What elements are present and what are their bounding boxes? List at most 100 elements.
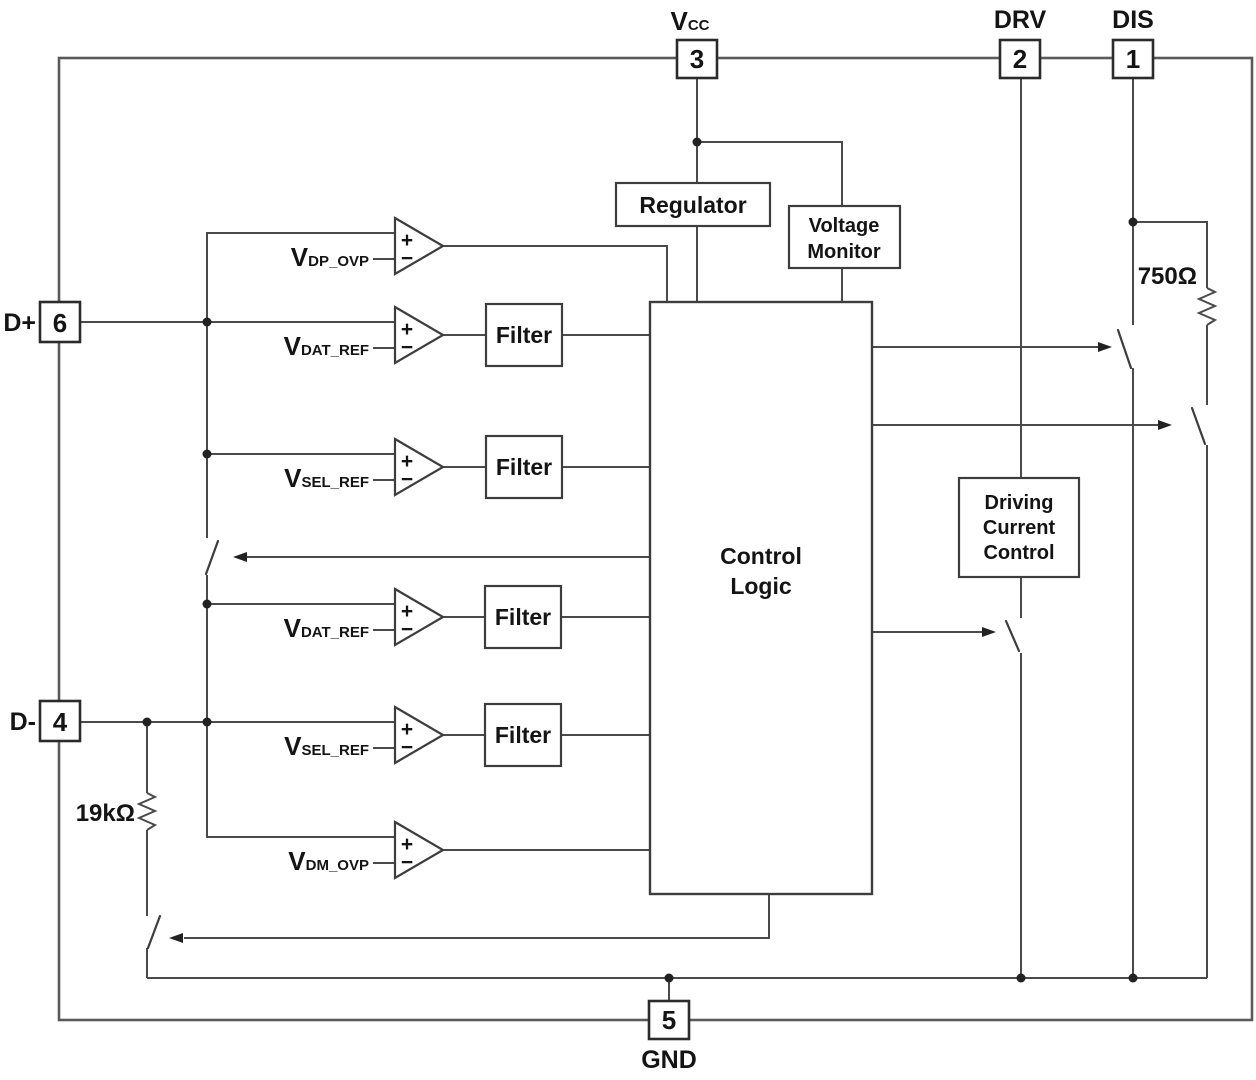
- comparator-6-minus: −: [401, 851, 413, 874]
- resistor-750-label: 750Ω: [1138, 263, 1197, 290]
- ref1-main: V: [291, 242, 309, 272]
- comparator-4-plus: +: [401, 600, 413, 623]
- ref-label-vdm-ovp: VDM_OVP: [288, 846, 369, 876]
- pin-number-dplus: 6: [53, 308, 67, 338]
- ref4-main: V: [284, 613, 302, 643]
- regulator-box: [614, 181, 772, 228]
- filter3-label: Filter: [495, 604, 551, 630]
- switch-19k: [146, 914, 162, 950]
- junction-dot-drv-gnd: [1016, 973, 1026, 983]
- comparator-5-vsel-ref: + − VSEL_REF: [284, 705, 446, 765]
- switch-drv: [1004, 619, 1021, 653]
- junction-dot-comp3: [202, 449, 212, 459]
- switch-dp-dm-short: [204, 539, 220, 576]
- ref-label-vdat-ref-1: VDAT_REF: [284, 331, 369, 361]
- junction-dot-dminus: [202, 717, 212, 727]
- comparator-2-minus: −: [401, 336, 413, 359]
- pin-vcc: 3 VCC: [670, 6, 719, 80]
- filter-block-2: Filter: [484, 434, 564, 500]
- filter2-box: [484, 434, 564, 500]
- pin-dplus: 6 D+: [3, 300, 82, 344]
- arrowhead-short-switch: [233, 552, 247, 562]
- filter-block-3: Filter: [483, 584, 563, 650]
- comparator-1-minus: −: [401, 247, 413, 270]
- pin-box-dminus: [38, 699, 82, 743]
- control-logic-label-line1: Control: [720, 543, 802, 569]
- pin-number-drv: 2: [1013, 44, 1027, 74]
- pin-label-dis: DIS: [1112, 6, 1154, 34]
- comparator-2-plus: +: [401, 318, 413, 341]
- ref-label-vsel-ref-1: VSEL_REF: [284, 463, 369, 493]
- driving-current-control-box: [957, 476, 1081, 579]
- pin-number-gnd: 5: [662, 1005, 676, 1035]
- pin-label-gnd: GND: [641, 1046, 697, 1074]
- filter4-label: Filter: [495, 722, 551, 748]
- resistor-750-zigzag: [1196, 287, 1218, 326]
- comparator-6-triangle: [393, 820, 446, 880]
- regulator-label: Regulator: [639, 192, 746, 218]
- filter-block-1: Filter: [484, 302, 564, 368]
- ref5-main: V: [284, 731, 302, 761]
- ref6-main: V: [288, 846, 306, 876]
- comparator-1-plus: +: [401, 229, 413, 252]
- filter-block-4: Filter: [483, 702, 563, 768]
- comparator-5-minus: −: [401, 736, 413, 759]
- pin-label-dplus: D+: [3, 309, 36, 337]
- pin-drv: 2 DRV: [994, 6, 1047, 80]
- comparator-3-minus: −: [401, 468, 413, 491]
- wires: [80, 78, 1208, 1001]
- pin-dis: 1 DIS: [1111, 6, 1155, 80]
- wire-ctrl-to-19k-switch: [184, 894, 770, 939]
- driving-current-control-block: Driving Current Control: [957, 476, 1081, 579]
- comparator-5-triangle: [393, 705, 446, 765]
- wire-left-column-lower: [206, 575, 395, 838]
- ref2-sub: DAT_REF: [301, 342, 369, 359]
- pin-gnd: 5 GND: [641, 999, 697, 1074]
- pin-dminus: 4 D-: [10, 699, 82, 743]
- pin-label-vcc-sub: CC: [688, 17, 710, 34]
- ref-label-vdp-ovp: VDP_OVP: [291, 242, 369, 272]
- arrowhead-19k-switch: [169, 933, 183, 943]
- regulator-block: Regulator: [614, 181, 772, 228]
- junction-dot-dis-750: [1128, 217, 1138, 227]
- pin-box-vcc: [675, 38, 719, 80]
- filter1-label: Filter: [496, 322, 552, 348]
- control-logic-block: Control Logic: [648, 300, 874, 896]
- ref2-main: V: [284, 331, 302, 361]
- wire-750-feed: [1133, 221, 1208, 288]
- comparator-5-plus: +: [401, 718, 413, 741]
- wire-comp1-out: [443, 245, 668, 302]
- comparator-6-vdm-ovp: + − VDM_OVP: [288, 820, 446, 880]
- switch-dis: [1116, 328, 1133, 370]
- comparator-3-vsel-ref: + − VSEL_REF: [284, 437, 446, 497]
- pin-number-dis: 1: [1126, 44, 1140, 74]
- arrowhead-drv-switch: [982, 627, 996, 637]
- ref5-sub: SEL_REF: [301, 742, 369, 759]
- ref3-sub: SEL_REF: [301, 474, 369, 491]
- pin-number-dminus: 4: [53, 707, 68, 737]
- comparator-1-triangle: [393, 216, 446, 276]
- pin-box-drv: [998, 38, 1042, 80]
- pin-label-vcc: VCC: [670, 6, 709, 36]
- pin-box-gnd: [647, 999, 691, 1041]
- switch-750: [1190, 406, 1207, 446]
- comparator-4-vdat-ref: + − VDAT_REF: [284, 587, 446, 647]
- voltage-monitor-block: Voltage Monitor: [787, 204, 902, 270]
- comparator-2-triangle: [393, 305, 446, 365]
- junction-dot-comp4: [202, 599, 212, 609]
- control-logic-box: [648, 300, 874, 896]
- pin-box-dplus: [38, 300, 82, 344]
- ref-label-vsel-ref-2: VSEL_REF: [284, 731, 369, 761]
- ref1-sub: DP_OVP: [308, 253, 369, 270]
- filter1-box: [484, 302, 564, 368]
- junction-dots: [142, 137, 1138, 983]
- junction-dot-19k: [142, 717, 152, 727]
- pin-label-drv: DRV: [994, 6, 1047, 34]
- arrowhead-750-switch: [1158, 420, 1172, 430]
- comparator-3-triangle: [393, 437, 446, 497]
- comparator-3-plus: +: [401, 450, 413, 473]
- ref3-main: V: [284, 463, 302, 493]
- filter4-box: [483, 702, 563, 768]
- driving-current-control-line1: Driving: [985, 492, 1054, 514]
